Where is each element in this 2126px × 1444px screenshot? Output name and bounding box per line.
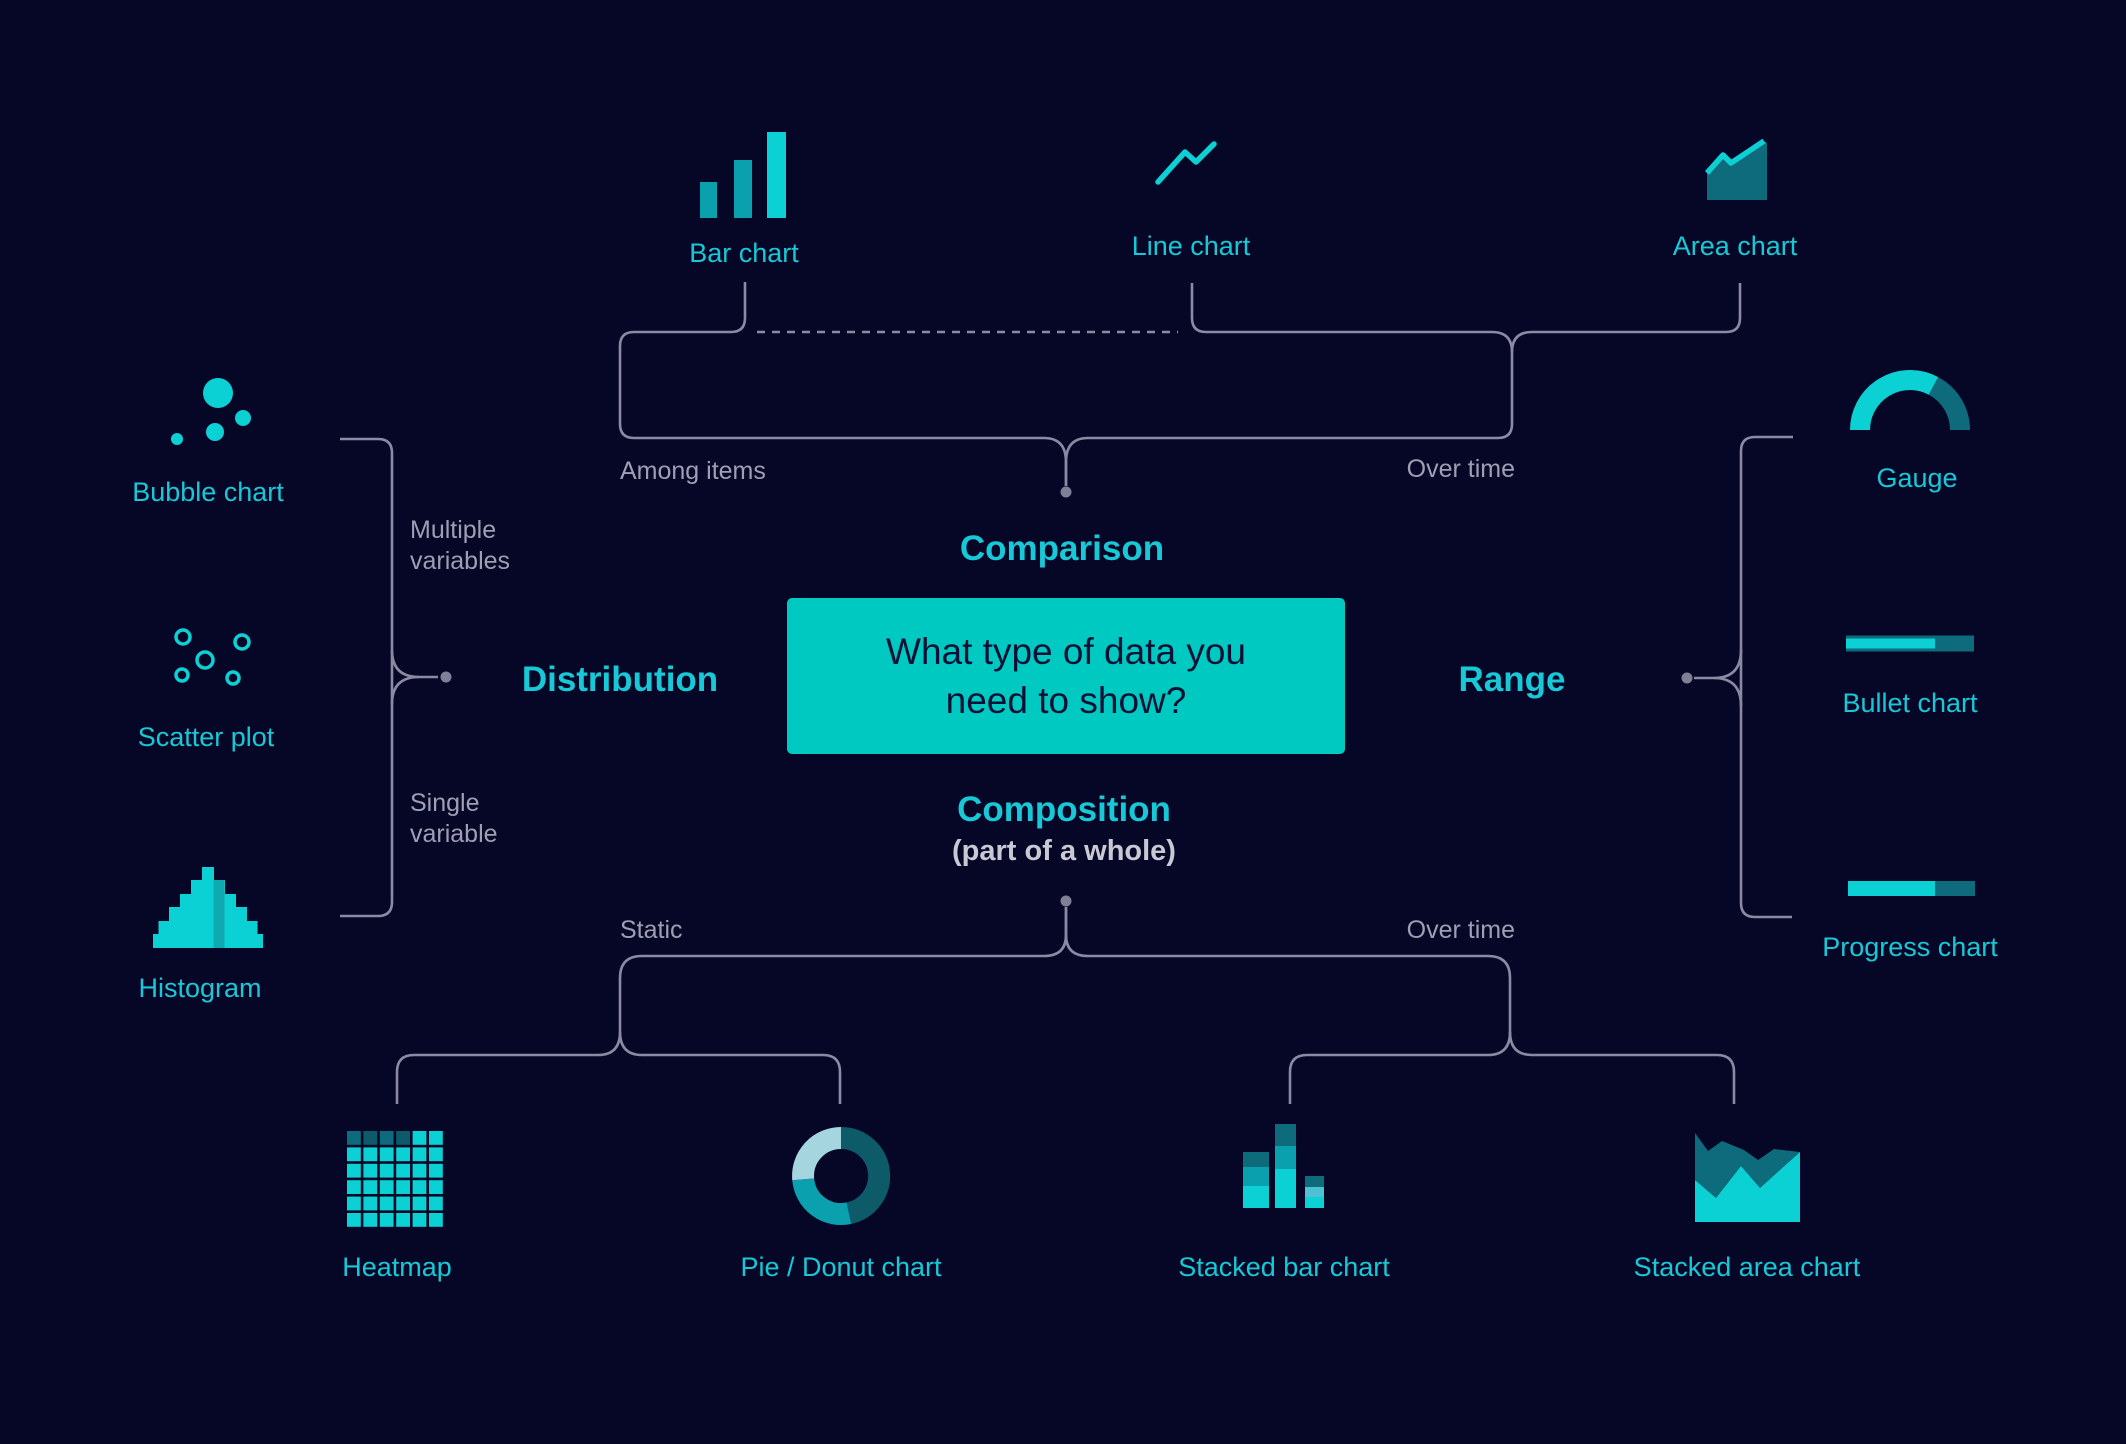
comparison-heading: Comparison xyxy=(959,529,1165,568)
center-question-text: What type of data you need to show? xyxy=(886,631,1246,721)
line-chart-icon xyxy=(1155,141,1217,185)
edge-line-chart xyxy=(1190,283,1514,353)
range-node-dot xyxy=(1681,672,1693,684)
bullet-chart-icon xyxy=(1846,635,1974,652)
area-chart-icon xyxy=(1704,138,1767,200)
progress-chart-icon xyxy=(1848,881,1975,896)
edge-distribution-branch-top xyxy=(390,649,438,679)
edge-composition-static xyxy=(395,907,1068,1104)
scatter-plot-icon xyxy=(174,628,251,686)
area-chart-label: Area chart xyxy=(1672,231,1798,261)
bubble-chart-icon xyxy=(171,378,251,445)
center-question-box: What type of data you need to show? xyxy=(787,598,1345,754)
pie-donut-chart-label: Pie / Donut chart xyxy=(740,1252,942,1282)
edge-distribution-branch-bottom xyxy=(390,675,420,705)
histogram-label: Histogram xyxy=(138,973,262,1003)
edge-area-chart xyxy=(1064,283,1742,486)
line-chart-label: Line chart xyxy=(1131,231,1251,261)
stacked-bar-chart-icon xyxy=(1243,1124,1324,1208)
distribution-node-dot xyxy=(440,671,452,683)
edge-distribution-bracket xyxy=(340,437,394,918)
distribution-heading: Distribution xyxy=(521,660,719,699)
composition-subheading: (part of a whole) xyxy=(952,835,1176,867)
progress-chart-label: Progress chart xyxy=(1822,932,1998,962)
range-heading: Range xyxy=(1458,660,1566,699)
histogram-icon xyxy=(153,867,263,948)
gauge-label: Gauge xyxy=(1876,463,1958,493)
bar-chart-icon xyxy=(700,132,786,218)
heatmap-label: Heatmap xyxy=(342,1252,452,1282)
static-label: Static xyxy=(620,916,683,944)
bar-chart-label: Bar chart xyxy=(689,238,799,268)
stacked-area-chart-label: Stacked area chart xyxy=(1633,1252,1861,1282)
multiple-variables-label: Multiple variables xyxy=(410,516,511,575)
bullet-chart-label: Bullet chart xyxy=(1842,688,1978,718)
edge-range-bracket xyxy=(1739,435,1793,919)
among-items-label: Among items xyxy=(620,457,766,485)
composition-heading: Composition xyxy=(957,790,1171,829)
over-time-top-label: Over time xyxy=(1406,455,1515,483)
heatmap-icon xyxy=(347,1131,443,1227)
single-variable-label: Single variable xyxy=(410,789,498,848)
comparison-node-dot xyxy=(1060,486,1072,498)
composition-node-dot xyxy=(1060,895,1072,907)
bubble-chart-label: Bubble chart xyxy=(132,477,284,507)
stacked-bar-chart-label: Stacked bar chart xyxy=(1178,1252,1390,1282)
edge-overtime-stacked-area xyxy=(1508,1031,1736,1104)
stacked-area-chart-icon xyxy=(1695,1133,1800,1222)
scatter-plot-label: Scatter plot xyxy=(137,722,275,752)
edge-range-branch-bottom xyxy=(1713,676,1743,707)
gauge-icon xyxy=(1850,370,1970,431)
pie-donut-chart-icon xyxy=(792,1126,891,1225)
edge-static-pie xyxy=(618,1031,842,1104)
edge-range-branch-top xyxy=(1694,649,1743,680)
over-time-bottom-label: Over time xyxy=(1406,916,1515,944)
